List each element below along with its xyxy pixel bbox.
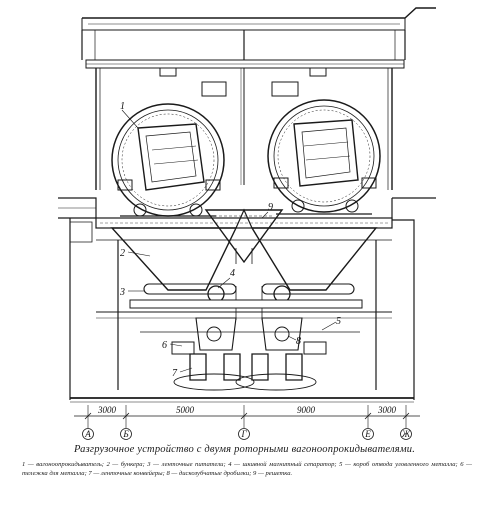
dimension-label: 9000 xyxy=(297,405,316,415)
belt-feeders xyxy=(129,283,363,320)
side-platforms xyxy=(58,197,436,400)
roof-structure xyxy=(81,7,436,60)
wagon-tippler-right xyxy=(267,99,381,215)
callout-3: 3 xyxy=(119,287,125,298)
axis-label-e: Е xyxy=(364,429,371,439)
wagon-tippler-left xyxy=(111,103,225,217)
ground-line xyxy=(70,397,414,403)
callout-6: 6 xyxy=(162,340,167,351)
callout-5: 5 xyxy=(336,316,341,327)
dimension-label: 3000 xyxy=(377,405,397,415)
callout-labels: 1 2 3 4 5 6 7 8 9 xyxy=(119,101,341,379)
axis-label-zh: Ж xyxy=(401,429,411,439)
dimension-chain: 3000 5000 9000 3000 xyxy=(74,405,420,428)
floor-slab xyxy=(95,217,393,241)
callout-1: 1 xyxy=(120,101,125,112)
disc-crushers xyxy=(171,317,327,355)
axis-label-g: Г xyxy=(240,429,247,439)
callout-7: 7 xyxy=(172,368,178,379)
callout-8: 8 xyxy=(296,336,301,347)
axis-label-a: А xyxy=(84,429,91,439)
support-frame xyxy=(96,240,392,390)
axis-markers: А Б Г Е Ж xyxy=(82,428,412,440)
dimension-label: 5000 xyxy=(176,405,195,415)
bunkers xyxy=(110,208,378,291)
figure-caption-legend: 1 — вагоноопрокидыватель; 2 — бункера; 3… xyxy=(22,461,472,477)
callout-9: 9 xyxy=(268,202,273,213)
crane-runway xyxy=(85,59,405,97)
callout-4: 4 xyxy=(230,268,235,279)
belt-conveyors xyxy=(173,353,317,391)
building-walls xyxy=(95,68,393,190)
figure-caption-title: Разгрузочное устройство с двумя роторным… xyxy=(73,444,416,455)
dimension-label: 3000 xyxy=(97,405,117,415)
axis-label-b: Б xyxy=(122,429,129,439)
callout-2: 2 xyxy=(120,248,125,259)
